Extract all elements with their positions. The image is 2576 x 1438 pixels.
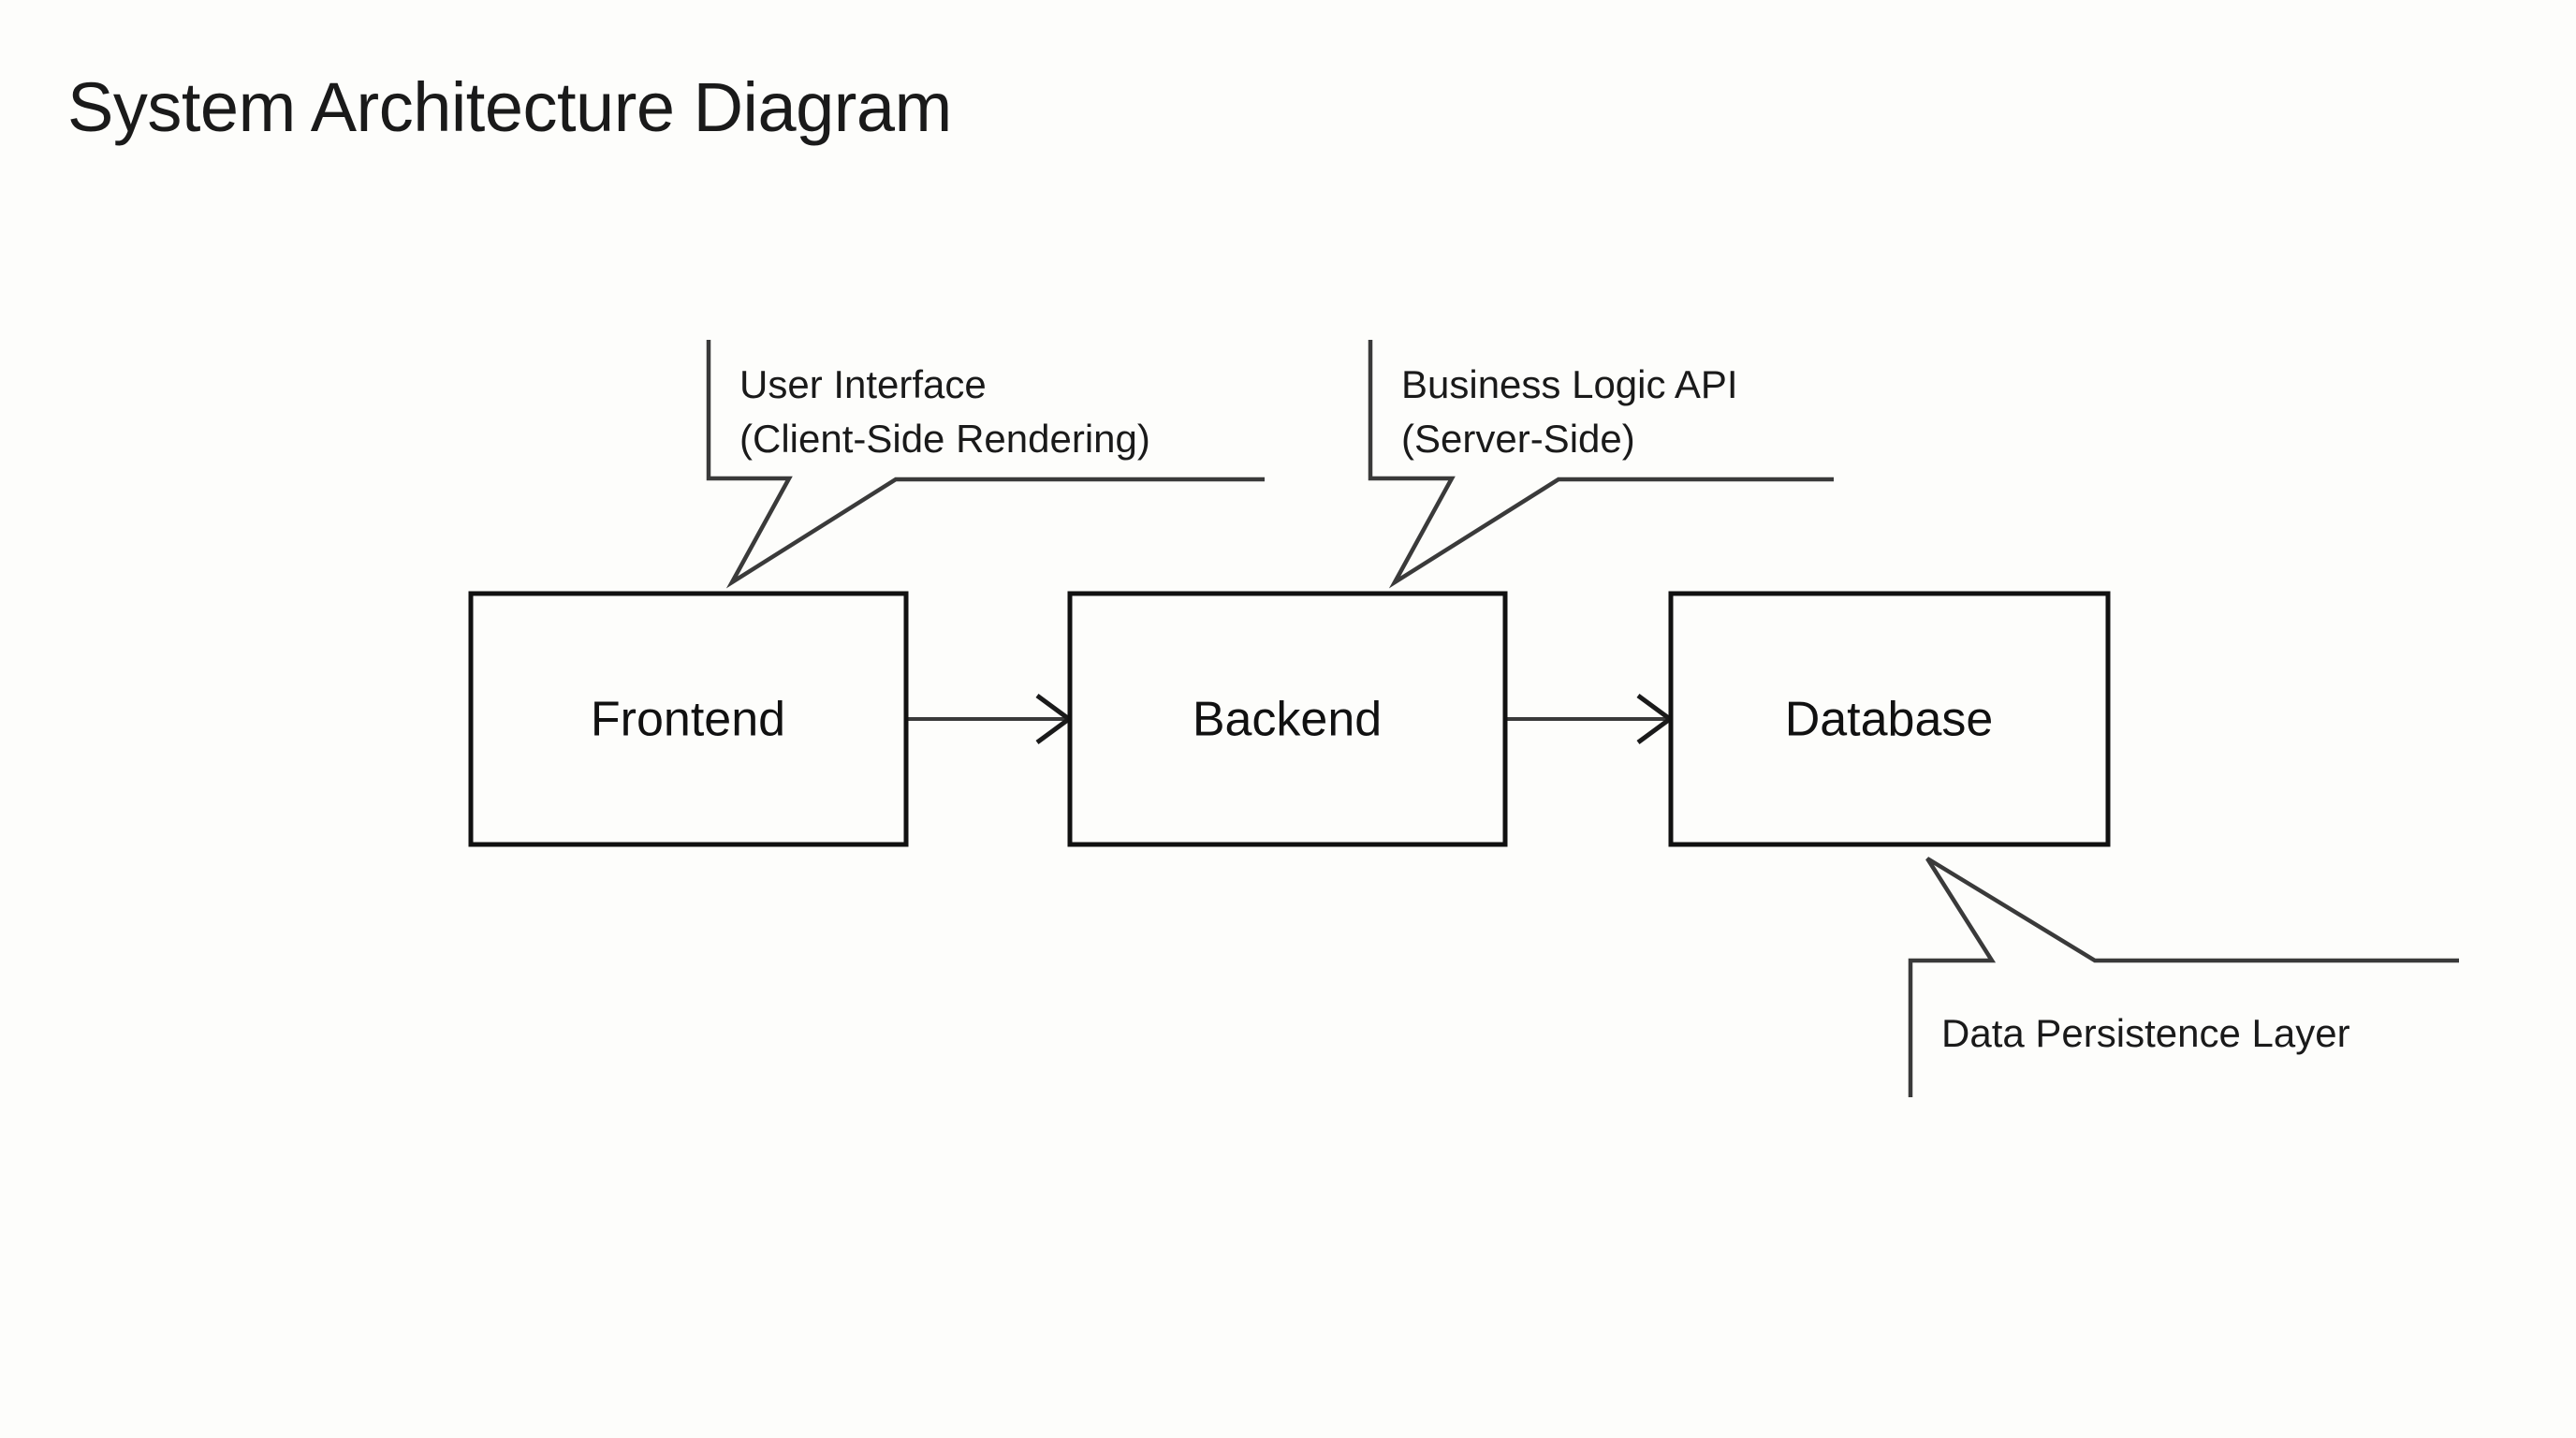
node-backend-label: Backend	[1193, 693, 1382, 747]
annotation-frontend: User Interface (Client-Side Rendering)	[706, 340, 1265, 589]
annotation-database: Data Persistence Layer	[1908, 857, 2459, 1097]
annotation-backend-leader	[1368, 340, 1834, 589]
page-title: System Architecture Diagram	[67, 68, 952, 146]
node-backend[interactable]: Backend	[1067, 591, 1508, 847]
edge-backend-database	[1507, 693, 1675, 745]
annotation-backend: Business Logic API (Server-Side)	[1368, 340, 1834, 589]
node-database[interactable]: Database	[1668, 591, 2111, 847]
edge-frontend-backend	[906, 693, 1074, 745]
annotation-database-line1: Data Persistence Layer	[1941, 1011, 2350, 1055]
annotation-frontend-line2: (Client-Side Rendering)	[739, 417, 1150, 461]
annotation-frontend-line1: User Interface	[739, 362, 987, 406]
node-database-label: Database	[1785, 693, 1994, 747]
annotation-backend-line2: (Server-Side)	[1401, 417, 1635, 461]
annotation-frontend-leader	[706, 340, 1265, 589]
node-backend-box[interactable]	[1067, 591, 1508, 847]
node-frontend[interactable]: Frontend	[468, 591, 909, 847]
annotation-database-leader	[1908, 857, 2459, 1097]
node-frontend-label: Frontend	[591, 693, 785, 747]
node-database-box[interactable]	[1668, 591, 2111, 847]
annotation-backend-line1: Business Logic API	[1401, 362, 1738, 406]
node-frontend-box[interactable]	[468, 591, 909, 847]
